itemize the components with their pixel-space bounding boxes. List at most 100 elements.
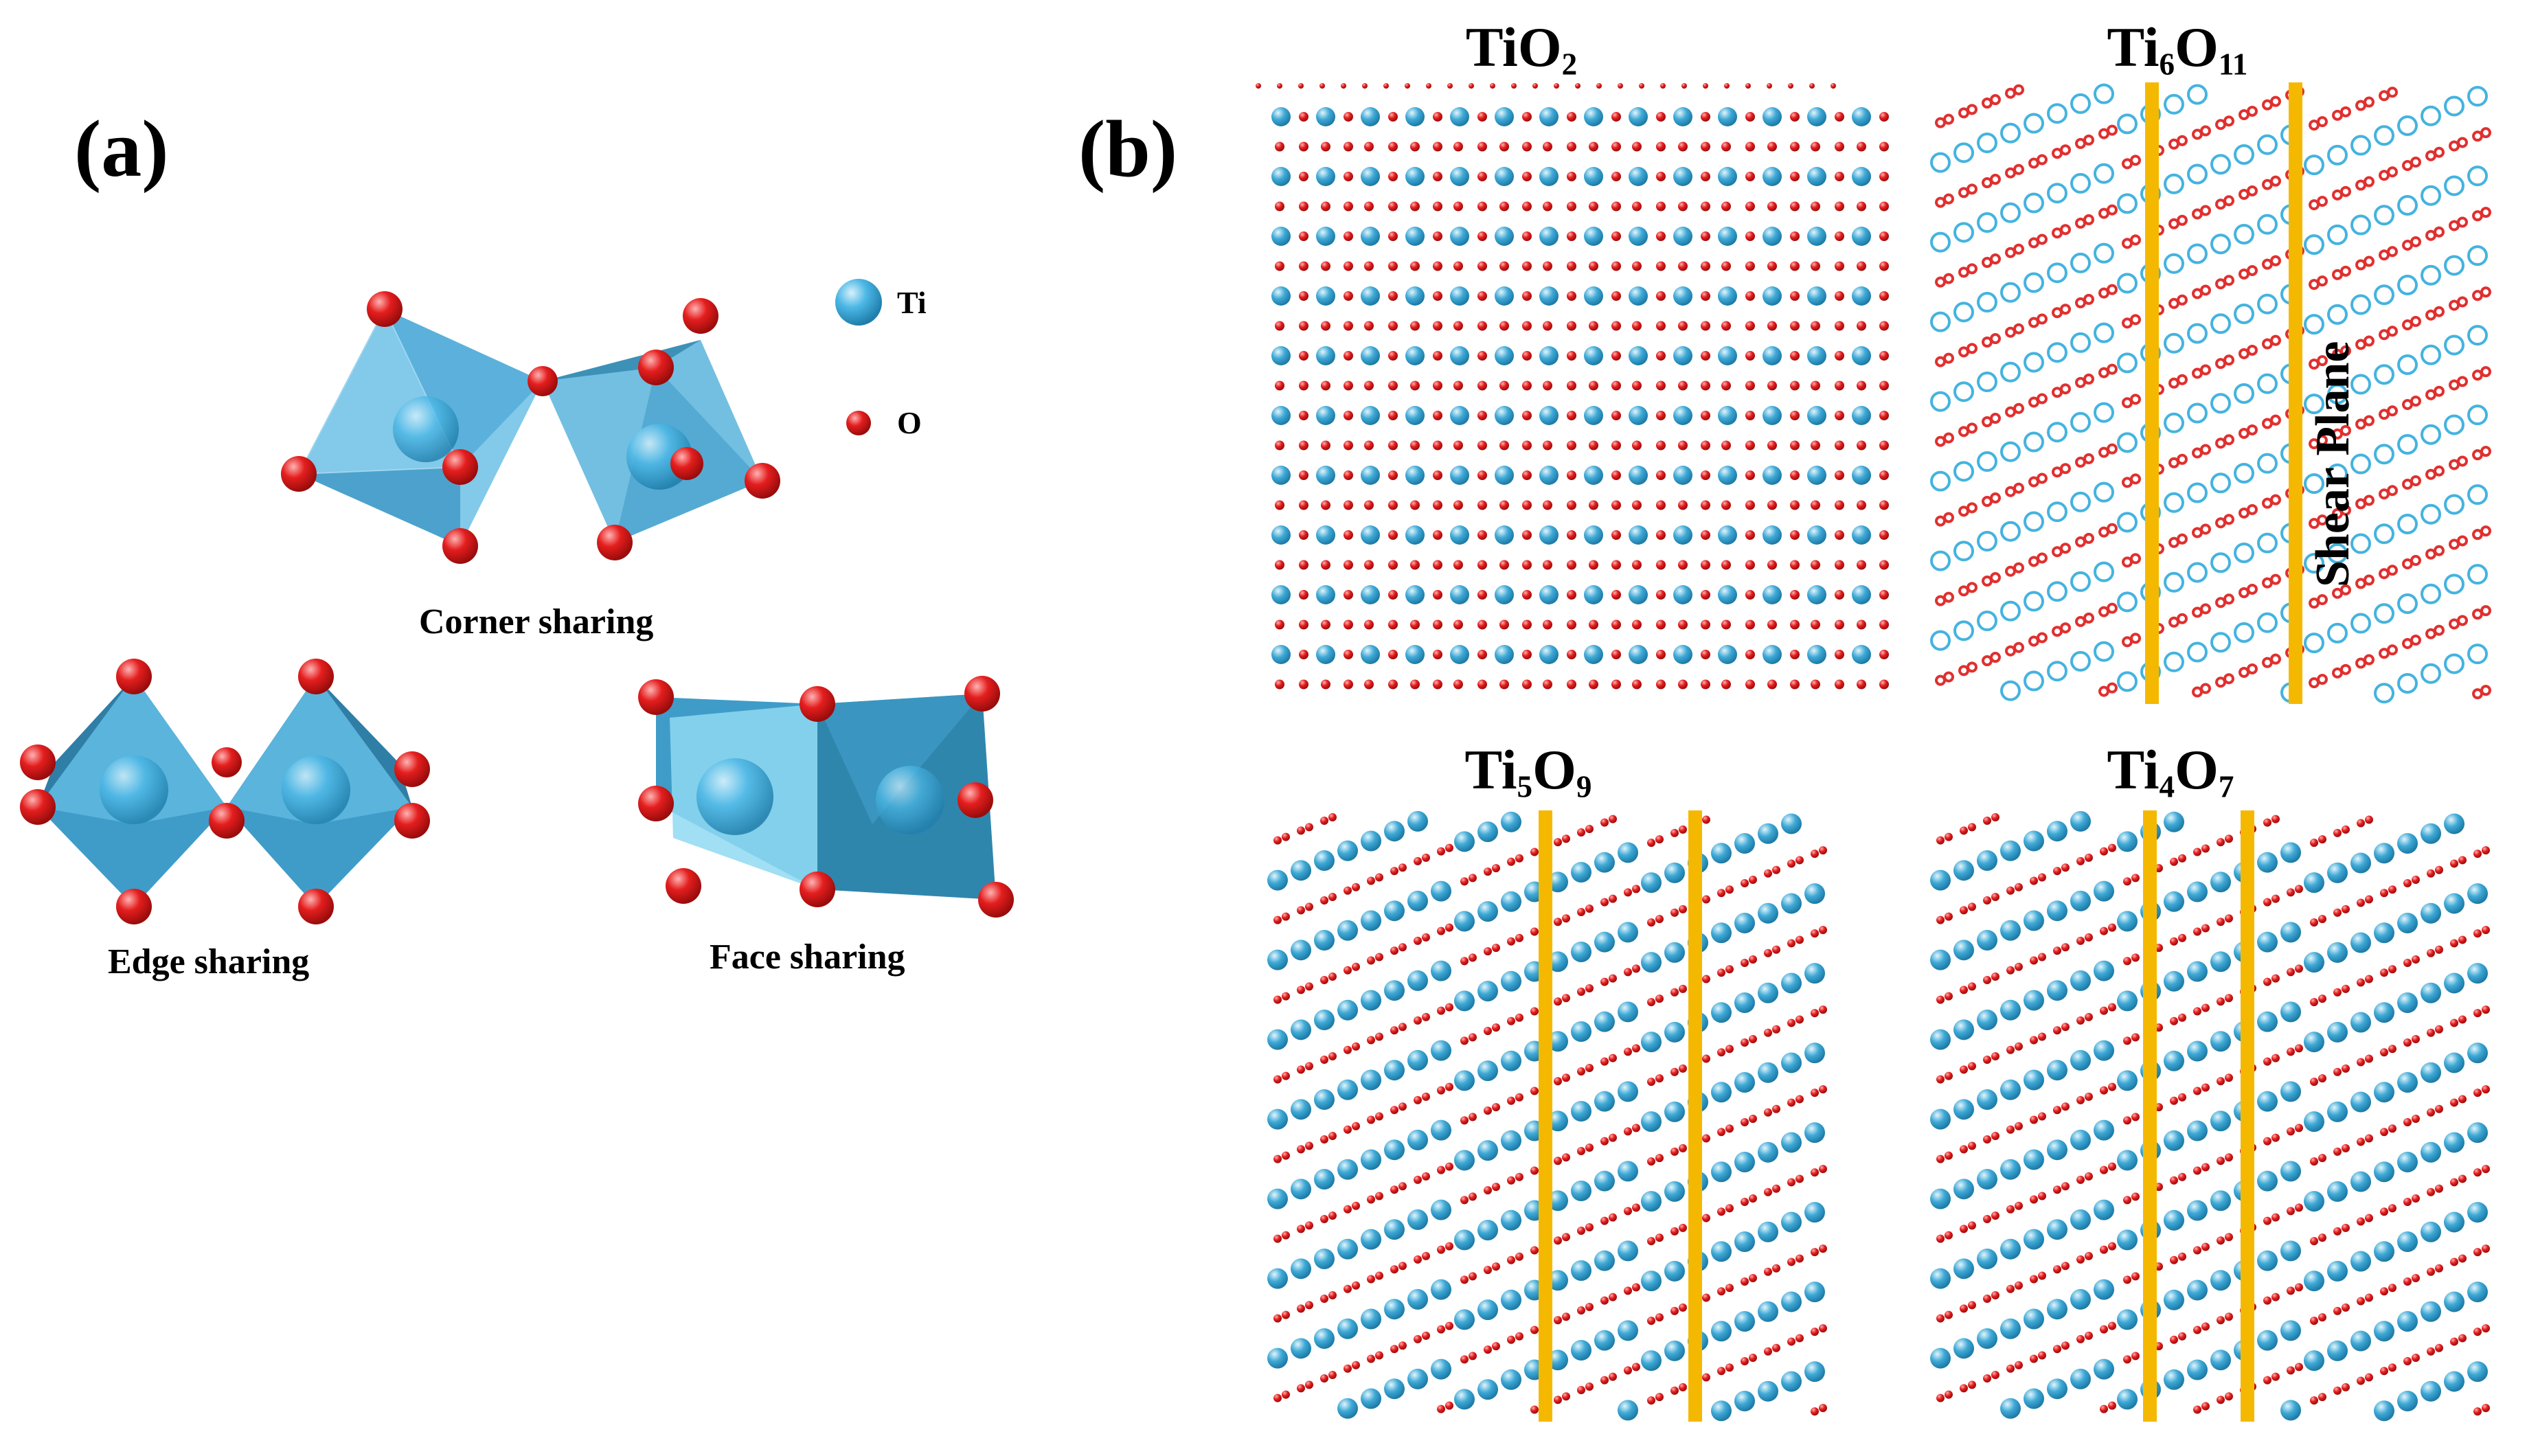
o-atom (2123, 1355, 2131, 1364)
o-atom (1492, 944, 1500, 953)
o-atom (1282, 1151, 1290, 1160)
ti-atom (2000, 1238, 2021, 1260)
o-atom (1344, 172, 1353, 181)
o-atom (1879, 291, 1889, 301)
ti-atom (1271, 227, 1291, 246)
o-atom (1469, 1192, 1477, 1201)
o-atom (1624, 1286, 1632, 1295)
ti-atom (2397, 195, 2418, 216)
o-atom (2083, 612, 2094, 624)
ti-atom (1758, 902, 1778, 924)
o-atom (2482, 1404, 2490, 1413)
o-atom (2380, 1367, 2388, 1376)
o-atom (1320, 1056, 1328, 1065)
ti-atom (1337, 999, 1358, 1021)
o-atom (1277, 83, 1282, 89)
o-atom (1299, 500, 1308, 510)
o-atom (1321, 440, 1330, 451)
ti-atom (2397, 913, 2418, 933)
o-atom (2060, 224, 2071, 236)
edge-sharing-caption: Edge sharing (108, 942, 310, 981)
o-atom (1787, 1098, 1795, 1107)
o-atom (1321, 679, 1330, 690)
o-atom (2365, 1214, 2373, 1222)
o-atom (1741, 1277, 1749, 1286)
o-atom (2225, 1392, 2233, 1401)
ti-atom (2397, 1311, 2418, 1332)
ti-atom (1477, 1220, 1498, 1241)
ti-atom (1734, 992, 1755, 1013)
o-atom (1410, 500, 1420, 510)
o-atom (1299, 380, 1308, 391)
o-atom (1678, 141, 1688, 152)
o-atom (1554, 1157, 1562, 1165)
o-atom (1678, 560, 1688, 570)
o-atom (1388, 351, 1398, 361)
ti-atom (2164, 1369, 2184, 1390)
ti-atom (1618, 842, 1638, 863)
o-atom (1790, 201, 1800, 212)
o-atom (2427, 948, 2435, 957)
o-atom (1767, 560, 1777, 570)
ti-atom (1807, 406, 1826, 425)
o-atom (2053, 1106, 2061, 1115)
o-atom (1364, 321, 1374, 331)
o-atom (1745, 560, 1755, 570)
o-atom (1499, 380, 1509, 391)
o-atom (1945, 912, 1953, 921)
o-atom (2131, 953, 2140, 962)
ti-atom (1361, 466, 1380, 485)
o-atom (2357, 1376, 2365, 1385)
o-atom (2450, 939, 2458, 948)
o-atom (1515, 854, 1523, 863)
o-atom (1725, 1045, 1734, 1054)
o-atom (1656, 650, 1666, 659)
ti-atom (2374, 1400, 2394, 1422)
o-atom (1990, 413, 2001, 424)
o-atom (2217, 997, 2225, 1006)
o-atom (1433, 201, 1442, 212)
o-atom (1819, 1244, 1827, 1253)
ti-atom (1953, 1019, 1974, 1040)
ti-atom (1763, 107, 1782, 126)
o-atom (1656, 411, 1666, 420)
o-atom (1772, 1184, 1780, 1193)
ti-atom (2210, 552, 2231, 573)
o-atom (1433, 470, 1442, 480)
o-atom (2038, 1032, 2046, 1041)
o-atom (1611, 112, 1621, 122)
o-atom (2403, 1038, 2412, 1047)
o-atom (1857, 500, 1866, 510)
o-atom (2387, 246, 2398, 258)
o-atom (1702, 1054, 1710, 1063)
o-atom (2473, 1248, 2482, 1257)
o-atom (1477, 291, 1487, 301)
ti-atom (1629, 286, 1648, 306)
o-atom (1299, 440, 1308, 451)
o-atom (1405, 83, 1410, 89)
ti-atom (1852, 227, 1871, 246)
ti-atom (1361, 910, 1381, 931)
o-atom (1960, 906, 1968, 915)
o-atom (1936, 995, 1945, 1004)
o-atom (1721, 619, 1731, 630)
o-atom (1879, 112, 1889, 122)
o-atom (1275, 560, 1284, 570)
o-atom (1749, 955, 1757, 964)
o-atom (2200, 125, 2211, 137)
ti-atom (2024, 1069, 2044, 1091)
o-atom (2387, 644, 2398, 656)
o-atom (2295, 885, 2303, 894)
o-atom (2263, 818, 2271, 827)
ti-atom (2000, 840, 2021, 861)
o-atom (1398, 1023, 1407, 1032)
o-atom (2458, 1174, 2467, 1183)
o-atom (1835, 590, 1844, 600)
o-atom (1835, 351, 1844, 361)
o-atom (1811, 619, 1820, 630)
ti-atom (2210, 1350, 2231, 1371)
o-atom (1433, 380, 1442, 391)
o-atom (2037, 552, 2048, 564)
o-atom (1577, 1385, 1585, 1394)
o-atom (1273, 1075, 1282, 1084)
